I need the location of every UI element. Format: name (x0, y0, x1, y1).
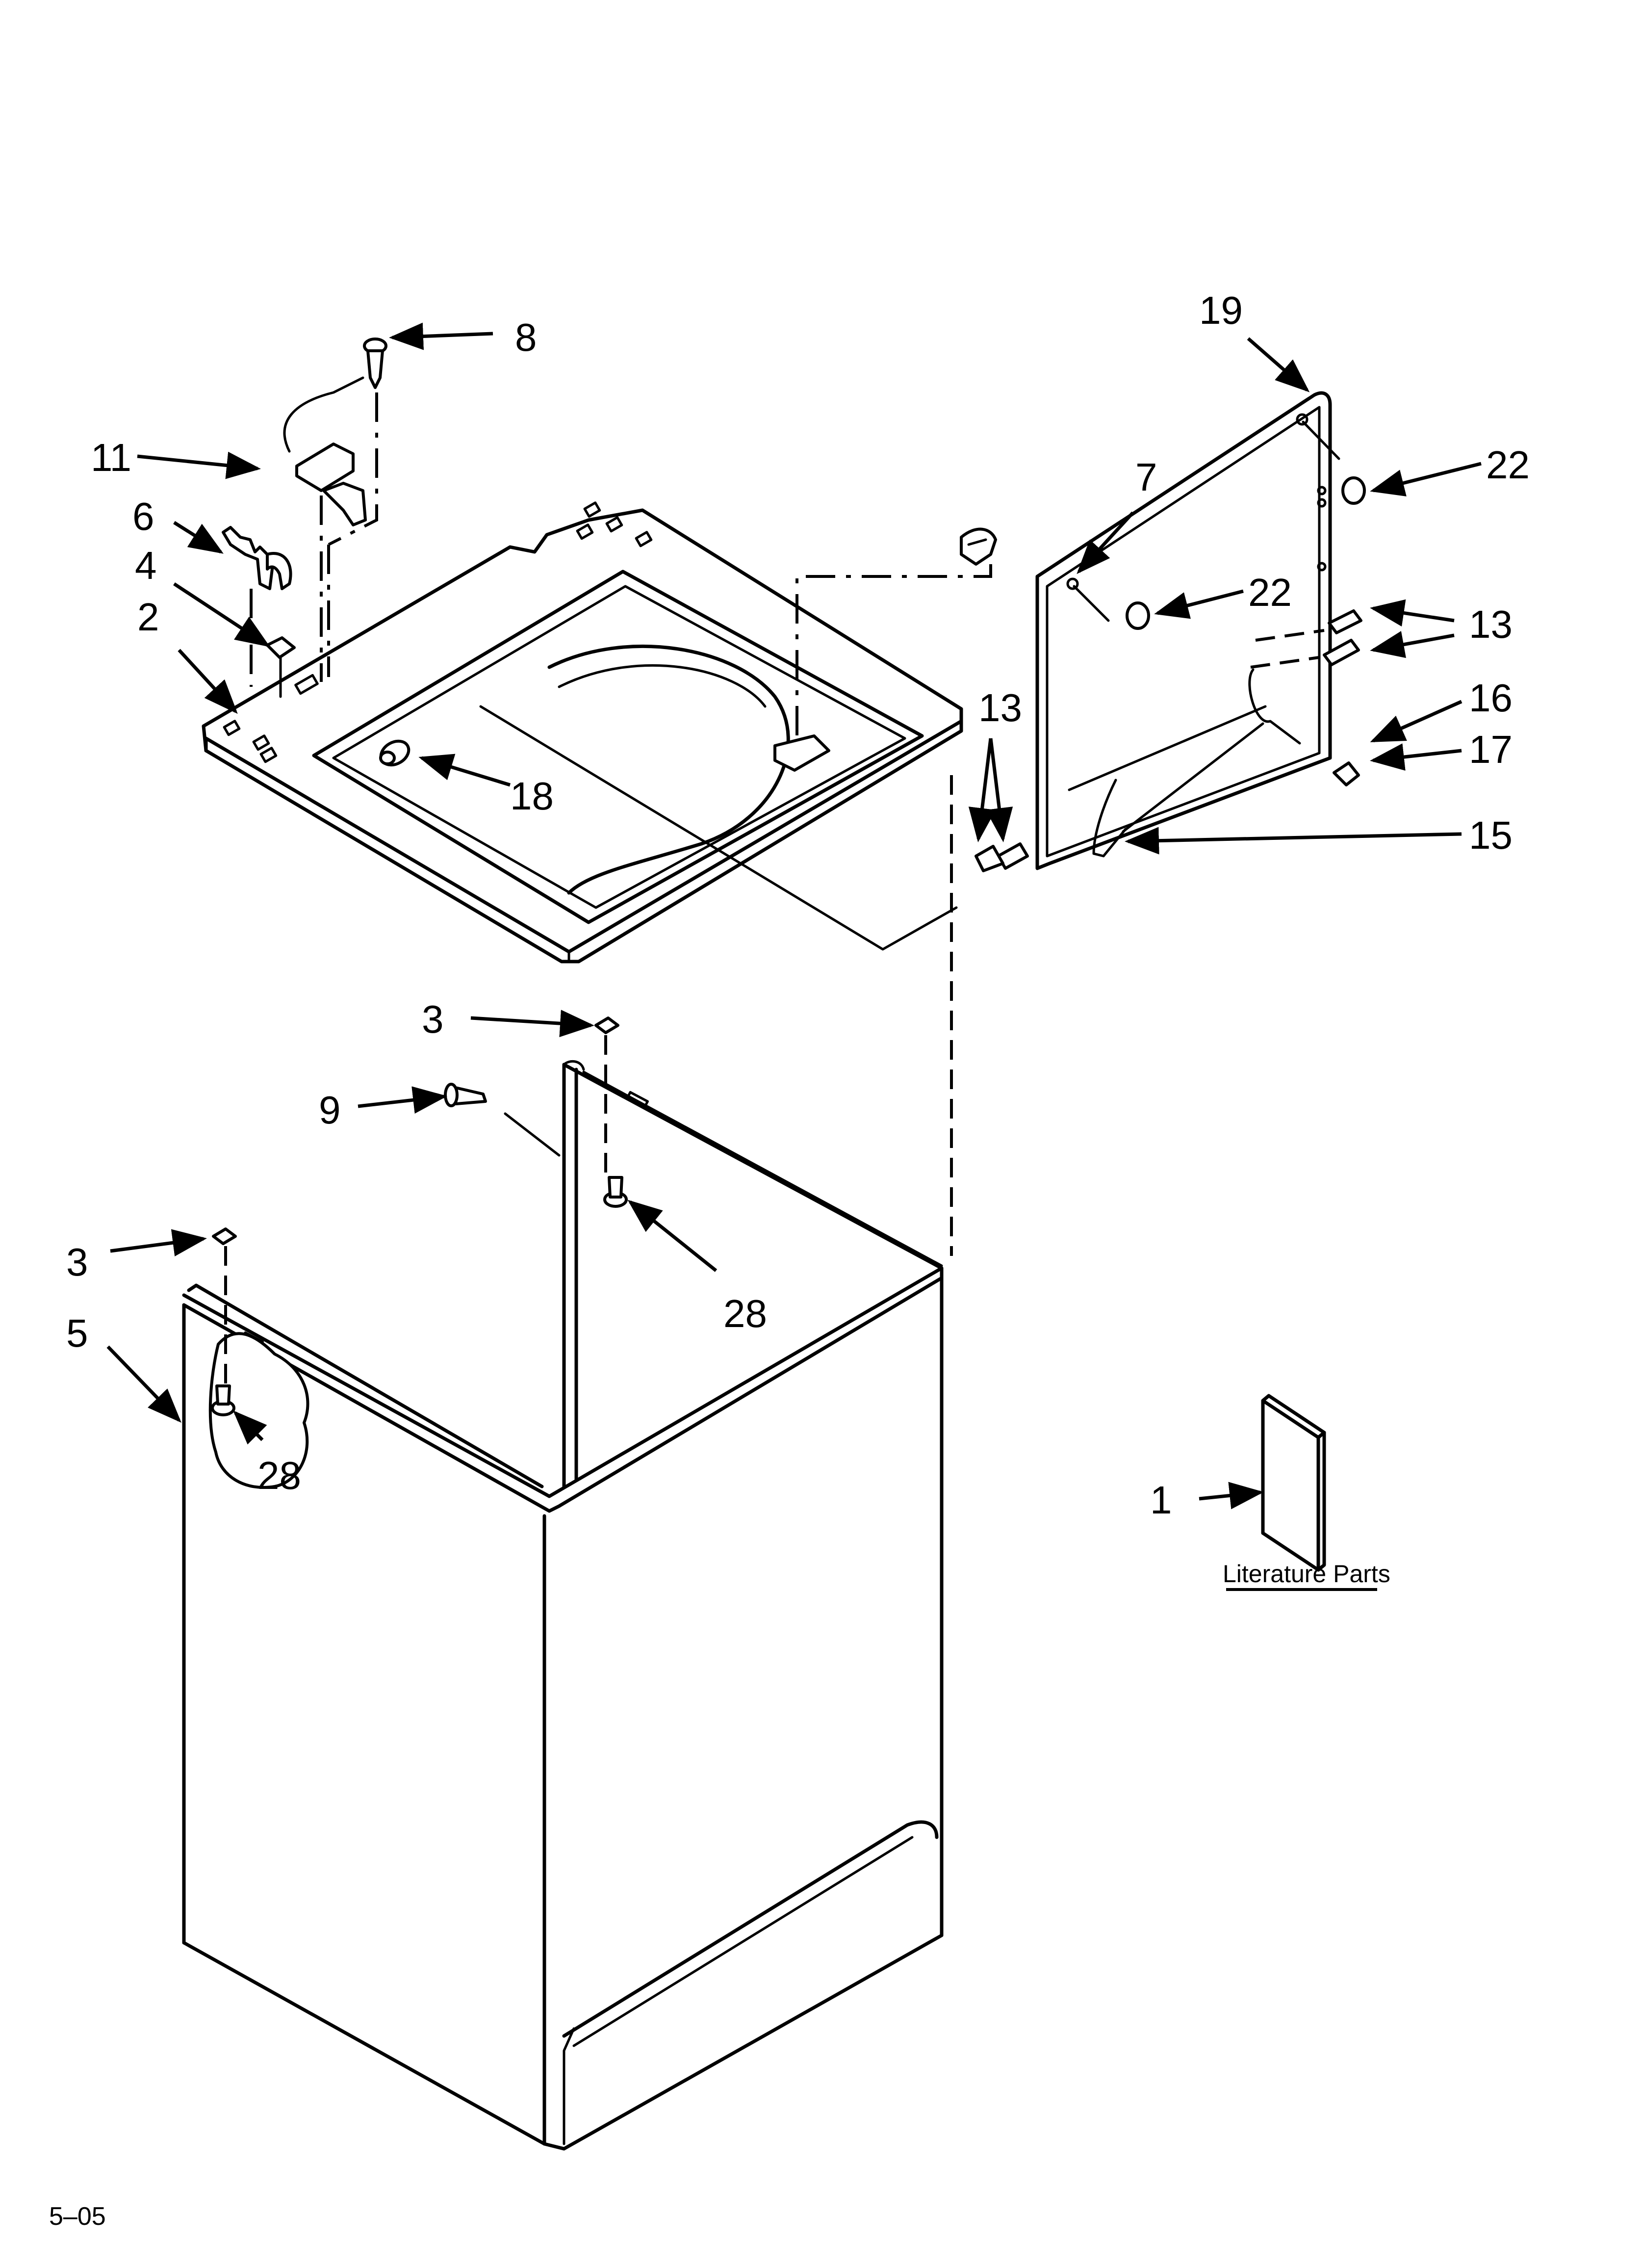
callout-13-left: 13 (978, 686, 1022, 730)
part-4-clip (266, 636, 296, 659)
part-9-screw (444, 1083, 487, 1107)
callout-5: 5 (66, 1311, 88, 1355)
callout-leaders (106, 322, 1482, 1510)
part-5-cabinet (182, 1060, 944, 2151)
part-3-clip-lower (212, 1227, 237, 1245)
callout-22-upper: 22 (1486, 443, 1530, 487)
cabinet-cutaway (208, 1332, 309, 1489)
callout-4: 4 (135, 544, 157, 587)
part-6-clip (222, 526, 292, 590)
callout-6: 6 (132, 495, 154, 538)
callout-13-right: 13 (1469, 602, 1513, 646)
part-19-rear-panel (1035, 391, 1332, 870)
callout-17: 17 (1469, 728, 1513, 771)
part-1-literature (1261, 1394, 1326, 1572)
callout-16: 16 (1469, 676, 1513, 720)
callout-7: 7 (1135, 455, 1157, 499)
part-16-wire (1068, 668, 1301, 791)
part-22-plug-lower (1073, 585, 1150, 630)
literature-caption: Literature Parts (1223, 1560, 1390, 1588)
callout-3-lower: 3 (66, 1240, 88, 1284)
callout-18: 18 (510, 774, 554, 818)
callout-19: 19 (1199, 288, 1243, 332)
part-17-nut (1333, 761, 1360, 786)
callout-28-upper: 28 (723, 1292, 767, 1335)
callout-9: 9 (319, 1088, 341, 1132)
part-7-dispenser (960, 527, 997, 566)
callout-28-lower: 28 (257, 1454, 301, 1497)
part-22-plug-upper (1302, 420, 1366, 505)
callout-15: 15 (1469, 813, 1513, 857)
callout-labels: 8 11 6 4 2 18 7 19 22 22 13 13 16 17 15 … (66, 288, 1530, 1522)
callout-2: 2 (137, 595, 159, 639)
part-28-screw-lower (211, 1384, 235, 1416)
part-15-ground-strap (1092, 722, 1264, 858)
footer-revision-code: 5–05 (49, 2202, 106, 2231)
part-11-lid-switch (283, 376, 367, 526)
washer-top-panel (202, 501, 963, 964)
part-3-clip-upper (594, 1017, 619, 1034)
part-13-screws-right (1323, 609, 1362, 666)
part-28-screw-upper (603, 1176, 628, 1208)
callout-1: 1 (1150, 1478, 1172, 1522)
part-13-screws-left (975, 842, 1029, 872)
callout-11: 11 (91, 436, 131, 479)
callout-3-upper: 3 (422, 997, 444, 1041)
callout-8: 8 (515, 315, 537, 359)
callout-22-lower: 22 (1248, 571, 1292, 614)
part-18-nozzle (379, 739, 410, 767)
part-8-screw (363, 338, 387, 389)
